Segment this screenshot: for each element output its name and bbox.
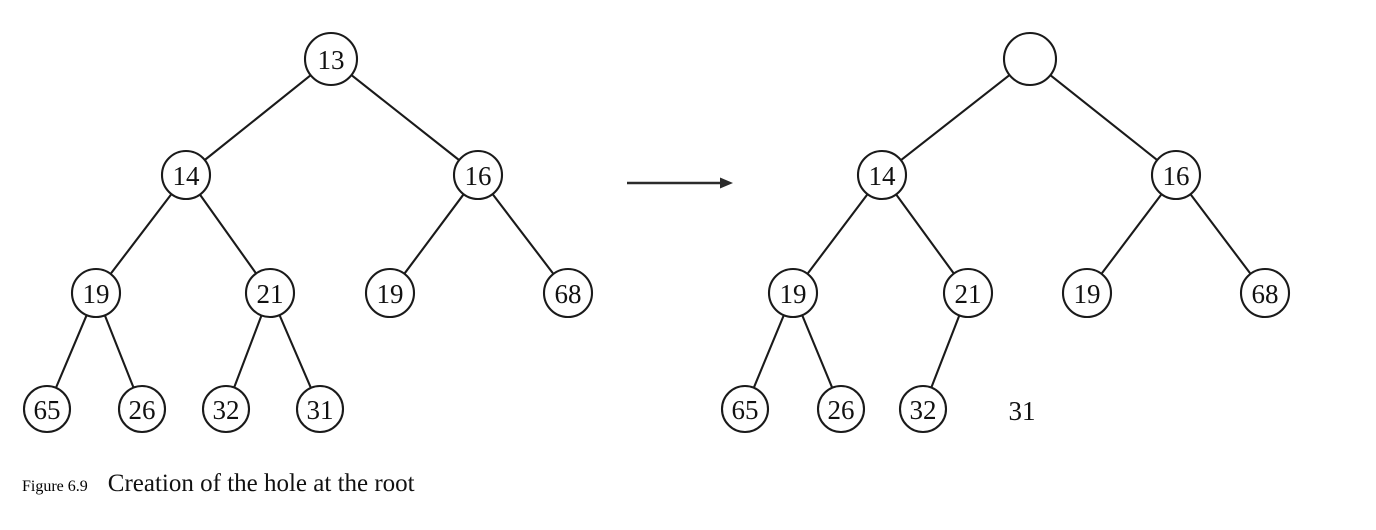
node-label: 14 [173, 161, 201, 191]
tree-edge [198, 192, 258, 276]
tree-node: 19 [364, 267, 416, 319]
caption-text: Creation of the hole at the root [107, 470, 415, 497]
node-circle [898, 384, 948, 434]
transforms-into-arrow [627, 177, 733, 189]
left-tree-nodes: 13 14 16 19 21 19 68 65 26 32 31 [22, 31, 594, 434]
node-label: 21 [257, 279, 284, 309]
node-circle [767, 267, 819, 319]
node-circle [295, 384, 345, 434]
tree-node: 14 [160, 149, 212, 201]
tree-edge [752, 313, 786, 390]
node-label: 32 [213, 395, 240, 425]
tree-node: 32 [898, 384, 948, 434]
detached-value-label: 31 [1009, 396, 1036, 426]
tree-edge [278, 313, 313, 390]
tree-edge [232, 313, 263, 390]
tree-node: 16 [1150, 149, 1202, 201]
node-circle [542, 267, 594, 319]
node-label: 19 [1074, 279, 1101, 309]
node-label: 14 [869, 161, 897, 191]
node-label: 68 [1252, 279, 1279, 309]
left-tree-edges [54, 73, 556, 390]
figure-caption: Figure 6.9 Creation of the hole at the r… [22, 470, 1322, 510]
node-label: 16 [1163, 161, 1190, 191]
tree-node: 68 [542, 267, 594, 319]
node-label: 26 [129, 395, 156, 425]
detached-nodes: 31 [1009, 396, 1036, 426]
node-circle [70, 267, 122, 319]
hole-circle [1002, 31, 1058, 87]
right-tree-nodes: 14 16 19 21 19 68 65 26 32 [720, 31, 1291, 434]
node-circle [720, 384, 770, 434]
node-circle [117, 384, 167, 434]
node-label: 21 [955, 279, 982, 309]
node-label: 13 [318, 45, 345, 75]
tree-edge [103, 313, 135, 390]
tree-node: 26 [816, 384, 866, 434]
node-label: 19 [780, 279, 807, 309]
node-circle [22, 384, 72, 434]
tree-node-empty-hole [1002, 31, 1058, 87]
node-label: 19 [83, 279, 110, 309]
right-tree-edges [752, 73, 1253, 390]
node-label: 32 [910, 395, 937, 425]
tree-edge [1099, 192, 1164, 276]
tree-node: 21 [244, 267, 296, 319]
tree-node: 65 [22, 384, 72, 434]
node-label: 26 [828, 395, 855, 425]
node-label: 68 [555, 279, 582, 309]
node-label: 65 [34, 395, 61, 425]
tree-node: 65 [720, 384, 770, 434]
tree-edge [894, 192, 956, 276]
tree-edge [202, 73, 313, 162]
tree-edge [490, 192, 556, 276]
tree-node: 16 [452, 149, 504, 201]
node-circle [942, 267, 994, 319]
tree-node: 13 [303, 31, 359, 87]
tree-edge [800, 313, 834, 390]
tree-node: 68 [1239, 267, 1291, 319]
node-circle [160, 149, 212, 201]
node-circle [1061, 267, 1113, 319]
tree-edge [108, 192, 174, 276]
node-label: 19 [377, 279, 404, 309]
node-circle [1239, 267, 1291, 319]
tree-node: 19 [767, 267, 819, 319]
node-circle [364, 267, 416, 319]
arrow-head-icon [720, 177, 733, 189]
node-circle [1150, 149, 1202, 201]
tree-edge [1188, 192, 1253, 276]
node-label: 31 [307, 395, 334, 425]
node-circle [452, 149, 504, 201]
node-circle [244, 267, 296, 319]
node-label: 65 [732, 395, 759, 425]
node-circle [201, 384, 251, 434]
tree-edge [899, 73, 1012, 162]
tree-node: 14 [856, 149, 908, 201]
node-circle [856, 149, 908, 201]
tree-node: 32 [201, 384, 251, 434]
tree-edge [54, 313, 89, 390]
caption-figure-number: Figure 6.9 [22, 478, 88, 495]
tree-node: 19 [70, 267, 122, 319]
tree-node: 26 [117, 384, 167, 434]
tree-edge [1048, 73, 1160, 162]
node-circle [303, 31, 359, 87]
tree-edge [805, 192, 870, 276]
tree-node: 31 [295, 384, 345, 434]
tree-node: 19 [1061, 267, 1113, 319]
tree-edge [929, 313, 961, 390]
node-label: 16 [465, 161, 492, 191]
node-circle [816, 384, 866, 434]
tree-edge [349, 73, 461, 162]
tree-node: 21 [942, 267, 994, 319]
tree-edge [402, 192, 466, 276]
